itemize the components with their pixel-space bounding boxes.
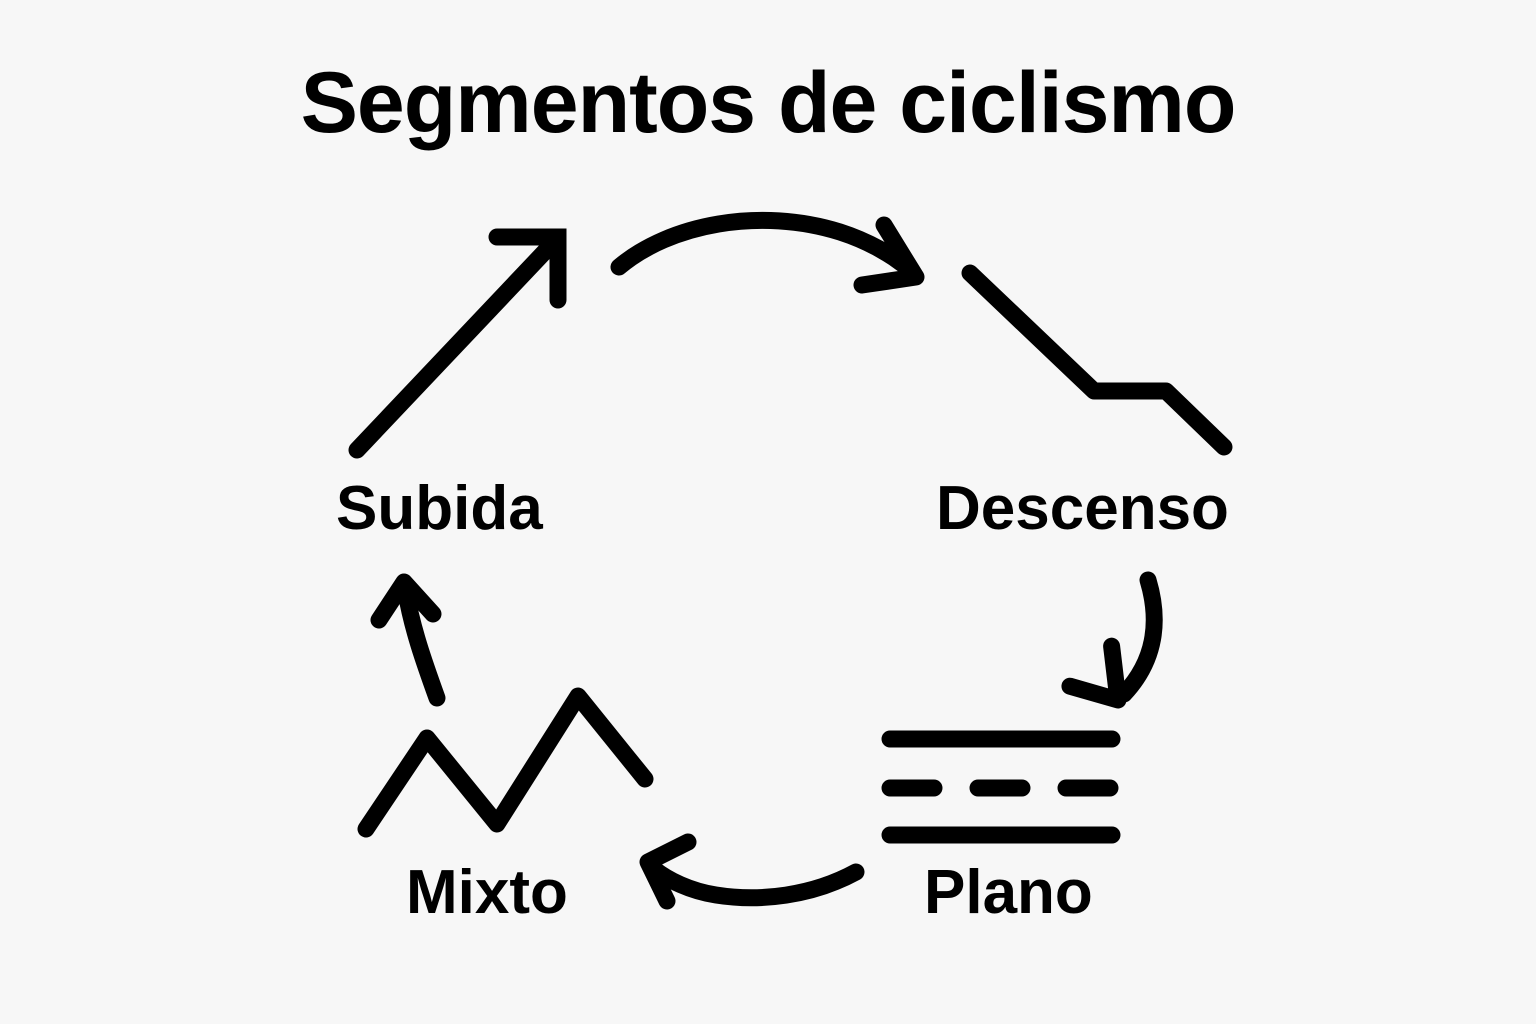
arrow-plano-to-mixto — [639, 833, 865, 910]
flat-lines-icon — [881, 730, 1121, 844]
arrow-mixto-to-subida — [370, 573, 446, 707]
arrow-descenso-to-plano — [1061, 571, 1163, 709]
zigzag-icon — [357, 687, 654, 838]
page-title: Segmentos de ciclismo — [300, 55, 1237, 151]
arrow-up-right-icon — [348, 228, 567, 459]
node-label-subida: Subida — [336, 474, 543, 543]
node-label-descenso: Descenso — [936, 474, 1229, 543]
node-label-plano: Plano — [924, 858, 1093, 927]
arrow-subida-to-descenso — [610, 211, 925, 294]
node-label-mixto: Mixto — [406, 858, 568, 927]
descending-slope-icon — [961, 264, 1233, 456]
